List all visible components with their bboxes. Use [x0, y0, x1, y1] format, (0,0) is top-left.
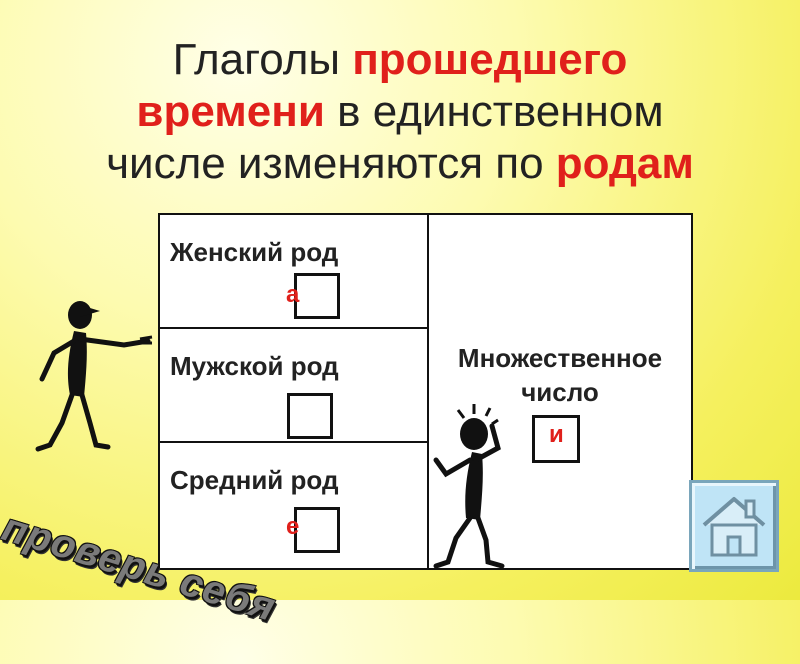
plural-ending-box[interactable] — [532, 415, 580, 463]
singular-column: Женский род а Мужской род Средний род е — [160, 215, 429, 568]
pointing-figure-icon — [35, 301, 153, 452]
title-highlight-3: родам — [555, 139, 694, 188]
feminine-label: Женский род — [170, 237, 339, 267]
slide-title: Глаголы прошедшего времени в единственно… — [40, 34, 760, 190]
feminine-cell: Женский род а — [160, 215, 427, 329]
home-button[interactable] — [689, 480, 779, 572]
feminine-ending-box[interactable] — [294, 273, 340, 319]
title-highlight-2: времени — [136, 87, 325, 136]
thinking-figure-icon — [433, 404, 505, 569]
title-highlight-1: прошедшего — [352, 35, 628, 84]
gender-table: Женский род а Мужской род Средний род е … — [158, 213, 693, 570]
masculine-cell: Мужской род — [160, 329, 427, 443]
masculine-label: Мужской род — [170, 351, 339, 381]
plural-label-line-1: Множественное — [457, 343, 663, 373]
plural-label: Множественное число — [429, 341, 691, 409]
neuter-cell: Средний род е — [160, 443, 427, 568]
title-part-2: в единственном — [324, 87, 664, 136]
title-part-3: числе изменяются по — [106, 139, 556, 188]
title-part-1: Глаголы — [172, 35, 353, 84]
feminine-ending: а — [286, 281, 300, 308]
plural-ending: и — [549, 421, 564, 448]
plural-label-line-2: число — [521, 377, 599, 407]
neuter-label: Средний род — [170, 465, 339, 495]
home-icon — [702, 497, 766, 557]
masculine-ending-box[interactable] — [287, 393, 333, 439]
neuter-ending-box[interactable] — [294, 507, 340, 553]
neuter-ending: е — [286, 513, 300, 540]
